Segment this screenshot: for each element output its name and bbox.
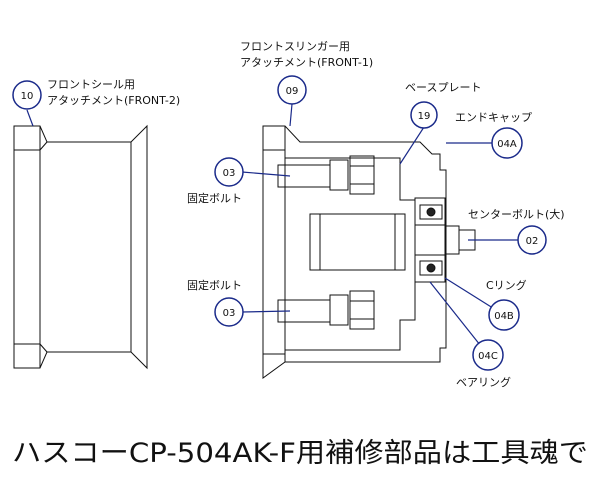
callout-19: 19: [410, 101, 438, 129]
label-front2-line1: フロントシール用: [47, 78, 135, 91]
svg-text:04B: 04B: [494, 311, 514, 322]
callout-04b: 04B: [488, 299, 520, 331]
callout-03-top: 03: [214, 157, 244, 187]
label-front1-line1: フロントスリンガー用: [240, 40, 350, 53]
callout-02: 02: [517, 225, 547, 255]
label-bearing: ベアリング: [456, 375, 511, 389]
main-assembly: [262, 125, 476, 379]
label-fixing-bolt-bottom: 固定ボルト: [187, 278, 242, 292]
callouts: 10 09 19 04A 03 03 02 04B: [12, 75, 547, 371]
label-front2-line2: アタッチメント(FRONT-2): [47, 94, 180, 107]
svg-text:03: 03: [223, 308, 236, 319]
label-c-ring: Cリング: [486, 278, 527, 292]
svg-text:04C: 04C: [478, 351, 498, 362]
part-labels: フロントシール用 アタッチメント(FRONT-2) フロントスリンガー用 アタッ…: [47, 40, 565, 389]
footer-caption: ハスコーCP-504AK-F用補修部品は工具魂で: [12, 438, 588, 469]
callout-04c: 04C: [472, 339, 504, 371]
label-base-plate: ベースプレート: [405, 81, 481, 94]
callout-10: 10: [12, 80, 42, 110]
svg-text:10: 10: [21, 91, 34, 102]
svg-text:03: 03: [223, 168, 236, 179]
label-end-cap: エンドキャップ: [455, 111, 532, 124]
callout-09: 09: [277, 75, 307, 105]
svg-text:09: 09: [286, 86, 299, 97]
callout-04a: 04A: [491, 127, 523, 159]
svg-text:19: 19: [418, 111, 431, 122]
front2-attachment: [13, 124, 148, 370]
svg-text:04A: 04A: [497, 139, 517, 150]
label-center-bolt: センターボルト(大): [468, 207, 565, 221]
label-front1-line2: アタッチメント(FRONT-1): [240, 56, 373, 69]
callout-03-bottom: 03: [214, 297, 244, 327]
label-fixing-bolt-top: 固定ボルト: [187, 191, 242, 205]
svg-text:02: 02: [526, 236, 539, 247]
